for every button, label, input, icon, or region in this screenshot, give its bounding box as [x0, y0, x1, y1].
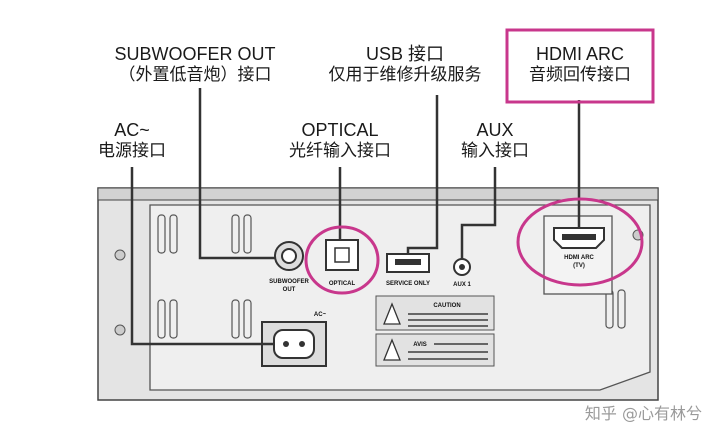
- screw: [114, 249, 126, 261]
- device-top-strip: [97, 187, 659, 201]
- caution-text: CAUTION: [433, 303, 460, 309]
- label-hdmi-en: HDMI ARC: [535, 44, 624, 64]
- ac-pin: [283, 341, 289, 347]
- highlight-hdmi: [516, 197, 644, 287]
- caution-lines: [408, 313, 488, 327]
- panel-hdmi-label: HDMI ARC: [564, 255, 594, 261]
- label-subwoofer-cn: （外置低音炮）接口: [118, 65, 272, 85]
- avis-text: AVIS: [413, 342, 427, 348]
- label-aux-en: AUX: [476, 120, 514, 140]
- label-ac-en: AC~: [114, 120, 150, 140]
- highlights: [304, 197, 644, 295]
- panel-subwoofer-label: SUBWOOFER: [269, 279, 309, 285]
- aux-jack-inner: [459, 264, 465, 270]
- ac-pin: [299, 341, 305, 347]
- label-subwoofer: SUBWOOFER OUT （外置低音炮）接口: [110, 44, 280, 86]
- label-ac: AC~ 电源接口: [82, 120, 182, 162]
- watermark: 知乎 @心有林兮: [584, 404, 702, 423]
- panel-hdmi-label-2: (TV): [573, 263, 585, 269]
- label-hdmi: HDMI ARC 音频回传接口: [510, 44, 650, 86]
- warning-icon-2: [383, 338, 401, 361]
- label-usb: USB 接口 仅用于维修升级服务: [305, 44, 505, 86]
- leader-aux: [460, 167, 497, 259]
- hdmi-label-box: [505, 28, 655, 104]
- leader-lines: [130, 88, 581, 346]
- panel-optical-label: OPTICAL: [329, 281, 356, 287]
- ac-socket: [273, 329, 315, 359]
- label-usb-en: USB 接口: [365, 44, 444, 64]
- subwoofer-jack-inner: [281, 248, 297, 264]
- panel-service-label: SERVICE ONLY: [386, 281, 430, 287]
- hdmi-port-pins: [562, 234, 596, 240]
- leader-subwoofer: [198, 88, 275, 260]
- avis-lines: [408, 343, 488, 360]
- label-ac-cn: 电源接口: [98, 141, 166, 161]
- optical-port: [325, 239, 359, 271]
- label-subwoofer-en: SUBWOOFER OUT: [114, 44, 276, 64]
- panel-subwoofer-label-2: OUT: [283, 287, 296, 293]
- panel-aux-label: AUX 1: [453, 282, 471, 288]
- highlight-optical: [304, 225, 380, 295]
- panel-ac-label: AC~: [314, 312, 327, 318]
- label-hdmi-cn: 音频回传接口: [529, 65, 631, 85]
- label-optical-en: OPTICAL: [301, 120, 379, 140]
- usb-port-tongue: [395, 259, 421, 265]
- optical-port-inner: [334, 247, 350, 263]
- leader-usb: [406, 95, 439, 254]
- label-aux: AUX 输入接口: [452, 120, 538, 162]
- label-usb-cn: 仅用于维修升级服务: [328, 65, 482, 85]
- vent-slots-left: [157, 214, 626, 339]
- leader-ac: [130, 167, 274, 346]
- label-aux-cn: 输入接口: [461, 141, 529, 161]
- warning-icon: [383, 302, 401, 325]
- screw: [114, 324, 126, 336]
- label-optical-cn: 光纤输入接口: [289, 141, 391, 161]
- label-optical: OPTICAL 光纤输入接口: [278, 120, 402, 162]
